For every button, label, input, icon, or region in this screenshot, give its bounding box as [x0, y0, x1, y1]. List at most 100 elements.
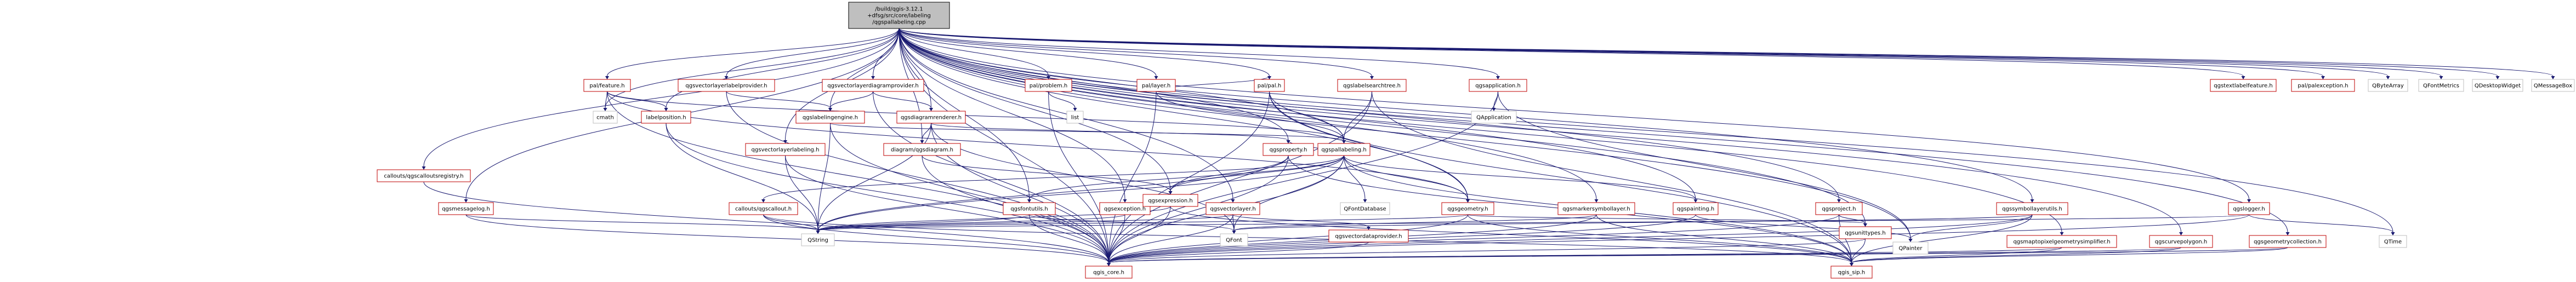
node-qdesktopwidget: QDesktopWidget [2472, 79, 2523, 92]
node-box [1471, 111, 1517, 124]
edge-qgsvldprov-to-qgslabelingengine [830, 91, 873, 108]
edge-qgsvlabeling-to-qstring [785, 155, 818, 231]
node-qgsdiagramrenderer[interactable]: qgsdiagramrenderer.h [896, 111, 966, 124]
node-label: qgis_sip.h [1838, 270, 1866, 276]
node-label: QTime [2384, 239, 2402, 245]
edge-root-to-labelposition [666, 28, 900, 108]
node-palproblem[interactable]: pal/problem.h [1025, 79, 1072, 92]
node-label: qgsapplication.h [1475, 83, 1521, 89]
node-box [2228, 202, 2270, 215]
node-qgssip[interactable]: qgis_sip.h [1830, 266, 1873, 279]
node-label: QFont [1226, 238, 1242, 244]
node-calloutscallout[interactable]: callouts/qgscallout.h [729, 202, 798, 215]
node-qgslogger[interactable]: qgslogger.h [2228, 202, 2270, 215]
node-box [1085, 266, 1133, 279]
node-qgscore[interactable]: qgis_core.h [1085, 266, 1133, 279]
node-qgsvectorlayer[interactable]: qgsvectorlayer.h [1205, 202, 1260, 215]
edge-qgsunittypes-to-qgscore [1108, 238, 1866, 263]
edge-arrowhead [2247, 199, 2251, 203]
node-labelposition[interactable]: labelposition.h [641, 111, 691, 124]
edge-root-to-qmessagebox [899, 28, 2554, 77]
node-qgslabelingengine[interactable]: qgslabelingengine.h [795, 111, 865, 124]
node-qgsgeometry[interactable]: qgsgeometry.h [1441, 202, 1494, 215]
node-pallayer[interactable]: pal/layer.h [1136, 79, 1176, 92]
node-label: QFontMetrics [2423, 83, 2459, 89]
edge-arrowhead [2391, 232, 2395, 235]
edge-qgsapplication-to-qpainter [1498, 91, 1911, 239]
node-list: list [1066, 111, 1084, 124]
edge-qgsvlabeling-to-qgscore [785, 155, 1109, 263]
node-label: diagram/qgsdiagram.h [891, 147, 953, 153]
edge-qgsproject-to-qgscore [1108, 214, 1839, 263]
edge-qgslabelingengine-to-qgspallabeling [830, 123, 1344, 141]
edge-qgspallabeling-to-qgsexpression [1170, 155, 1344, 192]
edge-qgsexpression-to-qgscore [1108, 206, 1171, 263]
node-qgsfontutils[interactable]: qgsfontutils.h [1003, 202, 1056, 215]
node-label: qgsunittypes.h [1845, 231, 1885, 237]
edge-arrowhead [920, 140, 924, 143]
node-diagram[interactable]: diagram/qgsdiagram.h [883, 143, 961, 156]
edge-arrowhead [1168, 191, 1173, 194]
edge-qgsvectorlayer-to-qstring [817, 214, 1233, 231]
node-label: pal/layer.h [1142, 83, 1170, 89]
node-qapplication: QApplication [1471, 111, 1517, 124]
node-qgsproperty[interactable]: qgsproperty.h [1263, 143, 1314, 156]
edge-arrowhead [422, 166, 426, 170]
node-box [2210, 79, 2277, 92]
edge-calloutsreg-to-qgscore [423, 181, 1109, 263]
node-label: qgis_core.h [1093, 270, 1124, 276]
node-qgsproject[interactable]: qgsproject.h [1815, 202, 1863, 215]
edge-diagram-to-qgsexpression [922, 155, 1171, 192]
edge-labelposition-to-qgscore [666, 123, 1109, 263]
node-qtime: QTime [2379, 235, 2407, 248]
edge-qgsexception-to-qgscore [1108, 214, 1125, 263]
node-palpal[interactable]: pal/pal.h [1254, 79, 1285, 92]
edge-arrowhead [2241, 76, 2245, 79]
node-palfeature[interactable]: pal/feature.h [583, 79, 631, 92]
edge-qgslogger-to-qstring [817, 214, 2249, 231]
node-label: QByteArray [2372, 83, 2404, 89]
edge-qgsfontutils-to-qstring [817, 214, 1030, 231]
edge-qgscurvepolygon-to-qgssip [1851, 247, 2181, 263]
node-box [1254, 79, 1285, 92]
node-calloutsreg[interactable]: callouts/qgscalloutsregistry.h [377, 169, 471, 182]
edge-qgsproperty-to-qgsexpression [1170, 155, 1289, 192]
node-label: QDesktopWidget [2475, 83, 2521, 89]
edge-palfeature-to-labelposition [607, 91, 667, 108]
node-qgscurvepolygon[interactable]: qgscurvepolygon.h [2149, 235, 2213, 248]
node-qgspallabeling[interactable]: qgspallabeling.h [1317, 143, 1371, 156]
node-box [2006, 235, 2117, 248]
node-qgsmaptopixel[interactable]: qgsmaptopixelgeometrysimplifier.h [2006, 235, 2117, 248]
edge-root-to-cmath [605, 28, 900, 108]
node-qgsvlprov[interactable]: qgsvectorlayerlabelprovider.h [678, 79, 775, 92]
edge-arrowhead [1342, 140, 1346, 143]
node-qgsapplication[interactable]: qgsapplication.h [1469, 79, 1527, 92]
node-box [745, 143, 826, 156]
node-qgsexpression[interactable]: qgsexpression.h [1142, 194, 1198, 207]
edge-pallayer-to-qgscore [1108, 91, 1157, 263]
node-label: pal/problem.h [1030, 83, 1068, 89]
node-qgsvldprov[interactable]: qgsvectorlayerdiagramprovider.h [822, 79, 924, 92]
node-box [1996, 202, 2068, 215]
node-qgsmarkersym[interactable]: qgsmarkersymbollayer.h [1557, 202, 1635, 215]
node-label: labelposition.h [646, 115, 686, 121]
edge-arrowhead [724, 76, 729, 79]
node-qgsgeomcollection[interactable]: qgsgeometrycollection.h [2249, 235, 2327, 248]
node-qgsvlabeling[interactable]: qgsvectorlayerlabeling.h [745, 143, 826, 156]
node-qgslsearchtree[interactable]: qgslabelsearchtree.h [1337, 79, 1407, 92]
edge-qgspallabeling-to-qgsfontutils [1029, 155, 1344, 200]
dependency-edges [422, 28, 2555, 266]
edge-qgsgeomcollection-to-qgssip [1851, 247, 2288, 263]
node-qgssymlayerutils[interactable]: qgssymbollayerutils.h [1996, 202, 2068, 215]
node-qgstextlabelfeature[interactable]: qgstextlabelfeature.h [2210, 79, 2277, 92]
node-qgsexception[interactable]: qgsexception.h [1099, 202, 1151, 215]
edge-qgsproperty-to-qstring [817, 155, 1289, 231]
edge-qgssymlayerutils-to-qgscore [1108, 214, 2033, 263]
edge-arrowhead [2179, 232, 2183, 235]
node-qgsunittypes[interactable]: qgsunittypes.h [1839, 226, 1892, 239]
node-palexception[interactable]: pal/palexception.h [2291, 79, 2355, 92]
edge-root-to-qgscurvepolygon [899, 28, 2181, 233]
node-qgsvdprov[interactable]: qgsvectordataprovider.h [1328, 229, 1409, 243]
node-qgsmessagelog[interactable]: qgsmessagelog.h [438, 202, 494, 215]
node-qgspainting[interactable]: qgspainting.h [1673, 202, 1719, 215]
